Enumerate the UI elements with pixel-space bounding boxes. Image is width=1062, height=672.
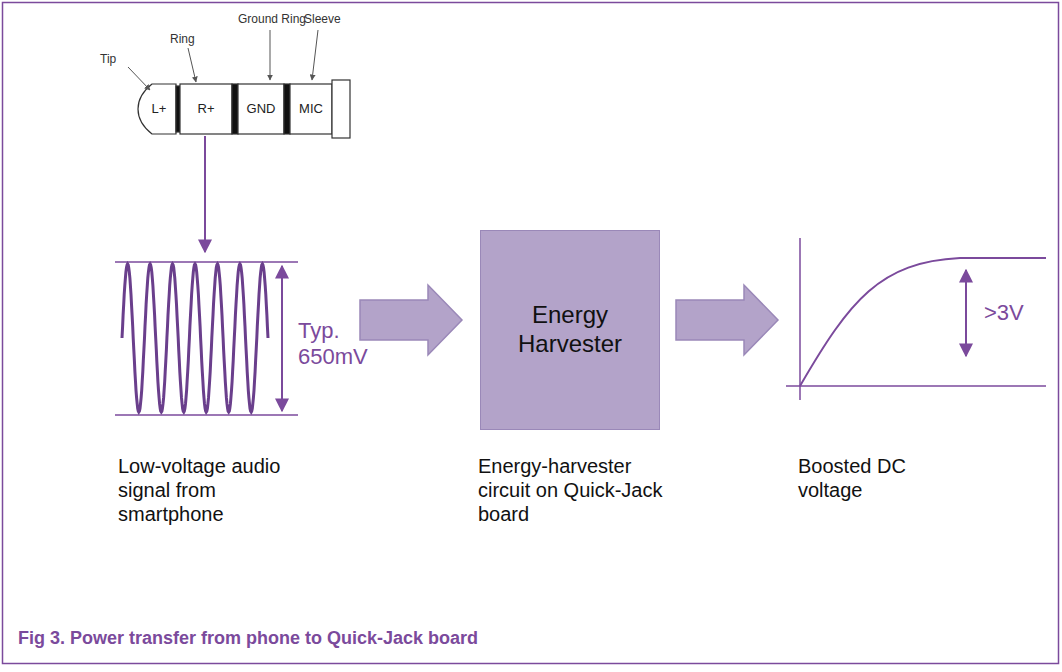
sine-wave bbox=[115, 262, 298, 415]
block-arrow bbox=[676, 285, 778, 355]
voltage-label: >3V bbox=[984, 300, 1024, 326]
pin-name: R+ bbox=[182, 101, 230, 117]
part-label: Ring bbox=[170, 32, 195, 46]
dc-graph bbox=[786, 238, 1046, 400]
stage-caption: Low-voltage audio signal from smartphone bbox=[118, 454, 298, 526]
jack-plug bbox=[138, 80, 350, 138]
leader-lines bbox=[128, 30, 318, 90]
stage-caption: Energy-harvester circuit on Quick-Jack b… bbox=[478, 454, 678, 526]
part-label: Tip bbox=[100, 52, 116, 66]
figure-caption: Fig 3. Power transfer from phone to Quic… bbox=[18, 628, 478, 650]
signal-arrow bbox=[204, 136, 206, 252]
box-text: Energy Harvester bbox=[505, 301, 635, 359]
pin-name: L+ bbox=[144, 101, 174, 117]
block-arrow bbox=[360, 285, 462, 355]
amplitude-label: Typ. 650mV bbox=[298, 318, 368, 371]
stage-caption: Boosted DC voltage bbox=[798, 454, 948, 502]
part-label: Sleeve bbox=[304, 12, 341, 26]
pin-name: MIC bbox=[290, 101, 332, 117]
part-label: Ground Ring bbox=[238, 12, 306, 26]
pin-name: GND bbox=[238, 101, 284, 117]
frame bbox=[3, 3, 1059, 664]
process-box: Energy Harvester bbox=[480, 230, 660, 430]
